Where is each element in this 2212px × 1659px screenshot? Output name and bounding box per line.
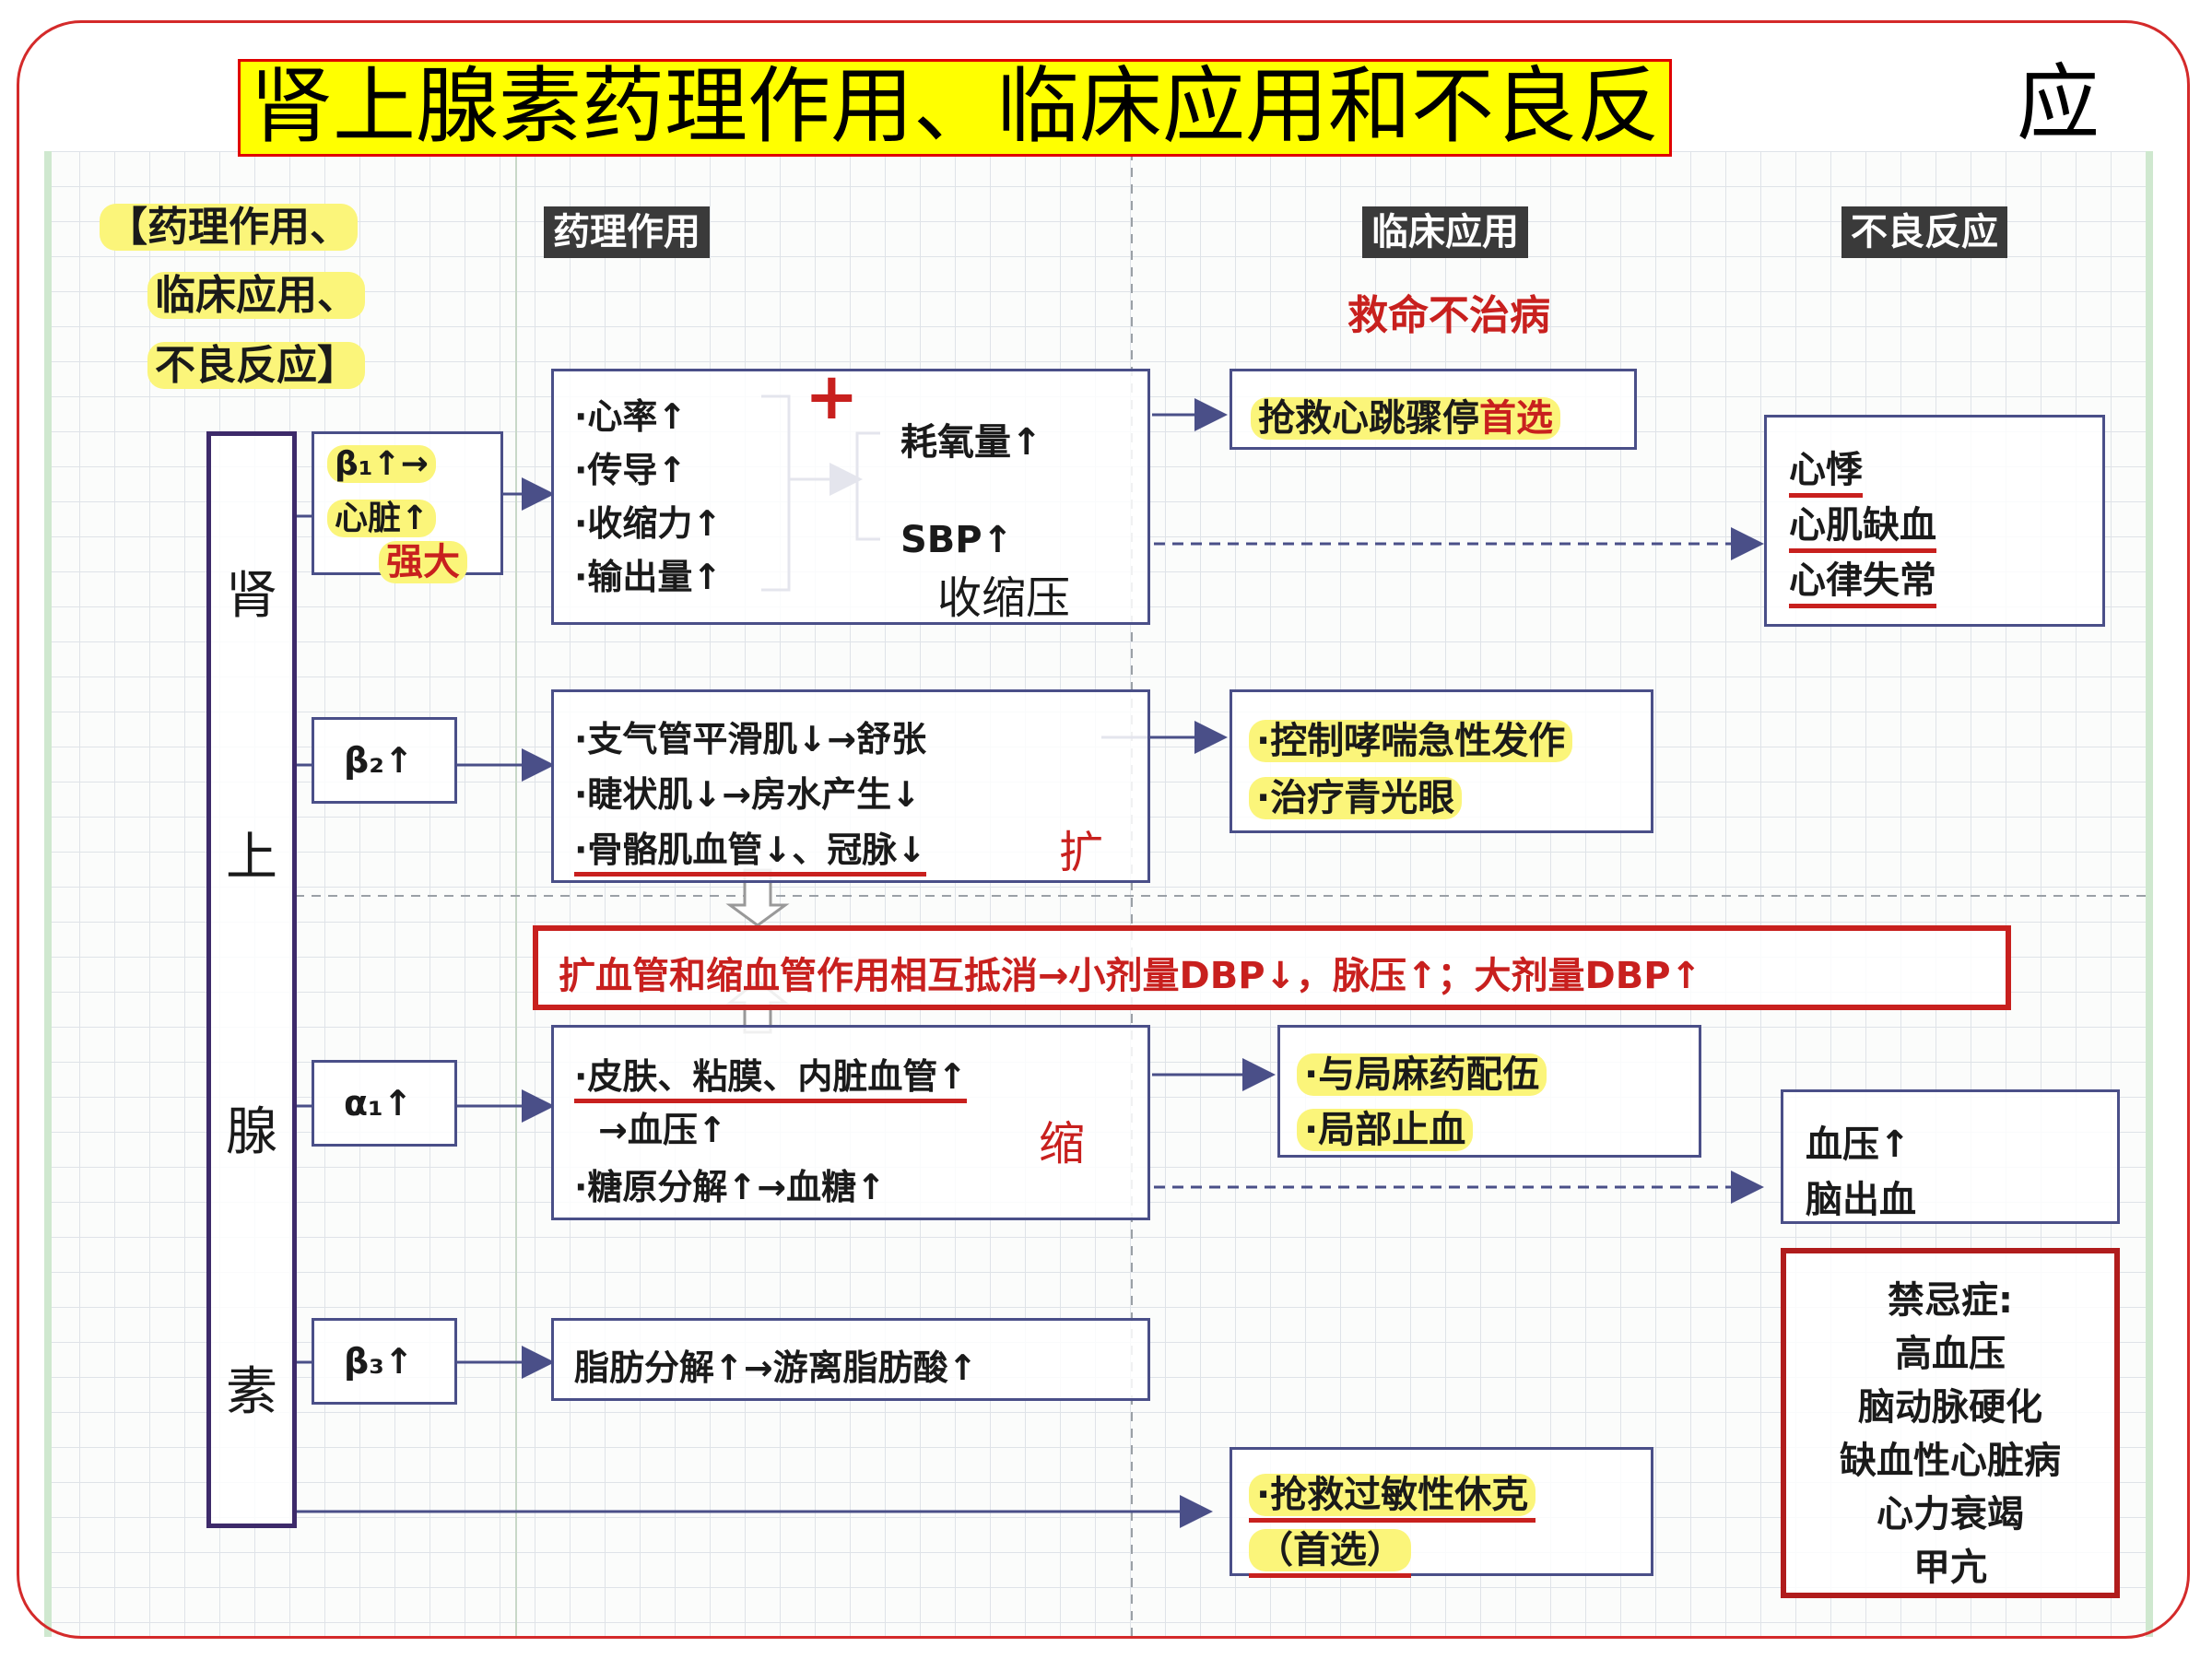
bp-note: 扩血管和缩血管作用相互抵消→小剂量DBP↓，脉压↑；大剂量DBP↑	[559, 955, 1702, 997]
beta1-effects-box: ·心率↑ ·传导↑ ·收缩力↑ ·输出量↑ + 耗氧量↑ SBP↑ 收缩压	[551, 359, 1150, 625]
beta1-adverse-box: 心悸 心肌缺血 心律失常	[1764, 415, 2105, 627]
beta1-receptor-box: β₁↑→ 心脏↑ 强大	[312, 431, 503, 583]
contra-item-3: 缺血性心脏病	[1840, 1440, 2061, 1482]
alpha1-adverse-box: 血压↑ 脑出血	[1781, 1089, 2120, 1224]
adverse-hemorrhage: 脑出血	[1806, 1179, 1916, 1221]
drug-char-4: 素	[226, 1362, 277, 1422]
drug-column: 肾 上 腺 素	[206, 431, 297, 1528]
beta3-effect-box: 脂肪分解↑→游离脂肪酸↑	[551, 1318, 1150, 1401]
adverse-palpitation: 心悸	[1789, 440, 1863, 498]
beta1-clinical-box: 抢救心跳骤停首选	[1230, 369, 1637, 450]
contra-item-4: 心力衰竭	[1877, 1493, 2024, 1535]
b1-effect-2: ·传导↑	[574, 450, 688, 490]
b1-effect-3: ·收缩力↑	[574, 503, 723, 544]
adverse-ischemia: 心肌缺血	[1789, 495, 1936, 553]
a1-clinical-2: ·局部止血	[1297, 1100, 1474, 1153]
panel-left-bar	[44, 151, 52, 1637]
b2-effect-2: ·睫状肌↓→房水产生↓	[574, 774, 921, 815]
header-adverse: 不良反应	[1841, 206, 2007, 258]
page-title: 肾上腺素药理作用、临床应用和不良反	[238, 59, 1672, 157]
beta1-heart: 心脏↑	[327, 491, 437, 539]
contra-title: 禁忌症:	[1888, 1279, 2013, 1322]
beta2-effects-box: ·支气管平滑肌↓→舒张 ·睫状肌↓→房水产生↓ ·骨骼肌血管↓、冠脉↓ 扩	[551, 689, 1150, 883]
beta2-label: β₂↑	[344, 740, 414, 781]
slogan: 救命不治病	[1347, 292, 1550, 339]
adverse-bp: 血压↑	[1806, 1124, 1911, 1166]
sbp-label: SBP↑	[900, 519, 1014, 561]
contra-item-1: 高血压	[1895, 1333, 2006, 1375]
b1-effect-1: ·心率↑	[574, 396, 688, 437]
anaphylaxis-box: ·抢救过敏性休克 （首选）	[1230, 1447, 1653, 1578]
contraindication-box: 禁忌症: 高血压 脑动脉硬化 缺血性心脏病 心力衰竭 甲亢	[1781, 1248, 2120, 1598]
beta3-label: β₃↑	[344, 1341, 414, 1382]
beta3-receptor-box: β₃↑	[312, 1318, 457, 1405]
adverse-arrhythmia: 心律失常	[1789, 550, 1936, 608]
beta1-strong: 强大	[379, 532, 467, 585]
beta1-label: β₁↑→	[327, 445, 436, 483]
a1-clinical-1: ·与局麻药配伍	[1297, 1044, 1547, 1098]
b2-clinical-1: ·控制哮喘急性发作	[1249, 711, 1573, 764]
shrink-mark: 缩	[1039, 1117, 1085, 1171]
drug-char-2: 上	[226, 828, 277, 888]
b1-effect-4: ·输出量↑	[574, 557, 723, 597]
a1-effect-1: ·皮肤、粘膜、内脏血管↑	[574, 1048, 968, 1103]
sbp-cn-label: 收缩压	[937, 572, 1071, 624]
contra-item-2: 脑动脉硬化	[1858, 1386, 2042, 1429]
oxygen-consumption: 耗氧量↑	[900, 421, 1042, 464]
plus-mark: +	[805, 359, 859, 434]
note-line-3: 不良反应】	[147, 332, 365, 391]
panel-right-bar	[2146, 151, 2153, 1637]
page-title-tail: 应	[2017, 55, 2100, 152]
beta2-clinical-box: ·控制哮喘急性发作 ·治疗青光眼	[1230, 689, 1653, 833]
drug-char-1: 肾	[226, 566, 277, 626]
expand-mark: 扩	[1059, 827, 1104, 878]
a1-effect-3: ·糖原分解↑→血糖↑	[574, 1167, 886, 1207]
contra-item-5: 甲亢	[1913, 1547, 1987, 1589]
header-pharm: 药理作用	[544, 206, 710, 258]
alpha1-clinical-box: ·与局麻药配伍 ·局部止血	[1277, 1025, 1701, 1158]
b2-clinical-2: ·治疗青光眼	[1249, 768, 1463, 821]
b2-effect-3: ·骨骼肌血管↓、冠脉↓	[574, 821, 927, 877]
anaphylaxis-line-1: ·抢救过敏性休克	[1249, 1465, 1536, 1523]
header-clinical: 临床应用	[1362, 206, 1528, 258]
note-line-1: 【药理作用、	[100, 194, 358, 253]
bp-note-box: 扩血管和缩血管作用相互抵消→小剂量DBP↓，脉压↑；大剂量DBP↑	[533, 925, 2011, 1010]
drug-char-3: 腺	[226, 1102, 277, 1162]
b1-clinical: 抢救心跳骤停首选	[1251, 388, 1560, 441]
alpha1-effects-box: ·皮肤、粘膜、内脏血管↑ →血压↑ ·糖原分解↑→血糖↑ 缩	[551, 1025, 1150, 1220]
alpha1-receptor-box: α₁↑	[312, 1060, 457, 1147]
slide-frame	[17, 20, 2190, 1639]
beta2-receptor-box: β₂↑	[312, 717, 457, 804]
anaphylaxis-line-2: （首选）	[1249, 1520, 1411, 1578]
a1-effect-2: →血压↑	[598, 1110, 727, 1150]
b3-effect: 脂肪分解↑→游离脂肪酸↑	[574, 1347, 978, 1388]
note-line-2: 临床应用、	[147, 262, 365, 321]
b2-effect-1: ·支气管平滑肌↓→舒张	[574, 719, 927, 759]
alpha1-label: α₁↑	[344, 1083, 413, 1124]
